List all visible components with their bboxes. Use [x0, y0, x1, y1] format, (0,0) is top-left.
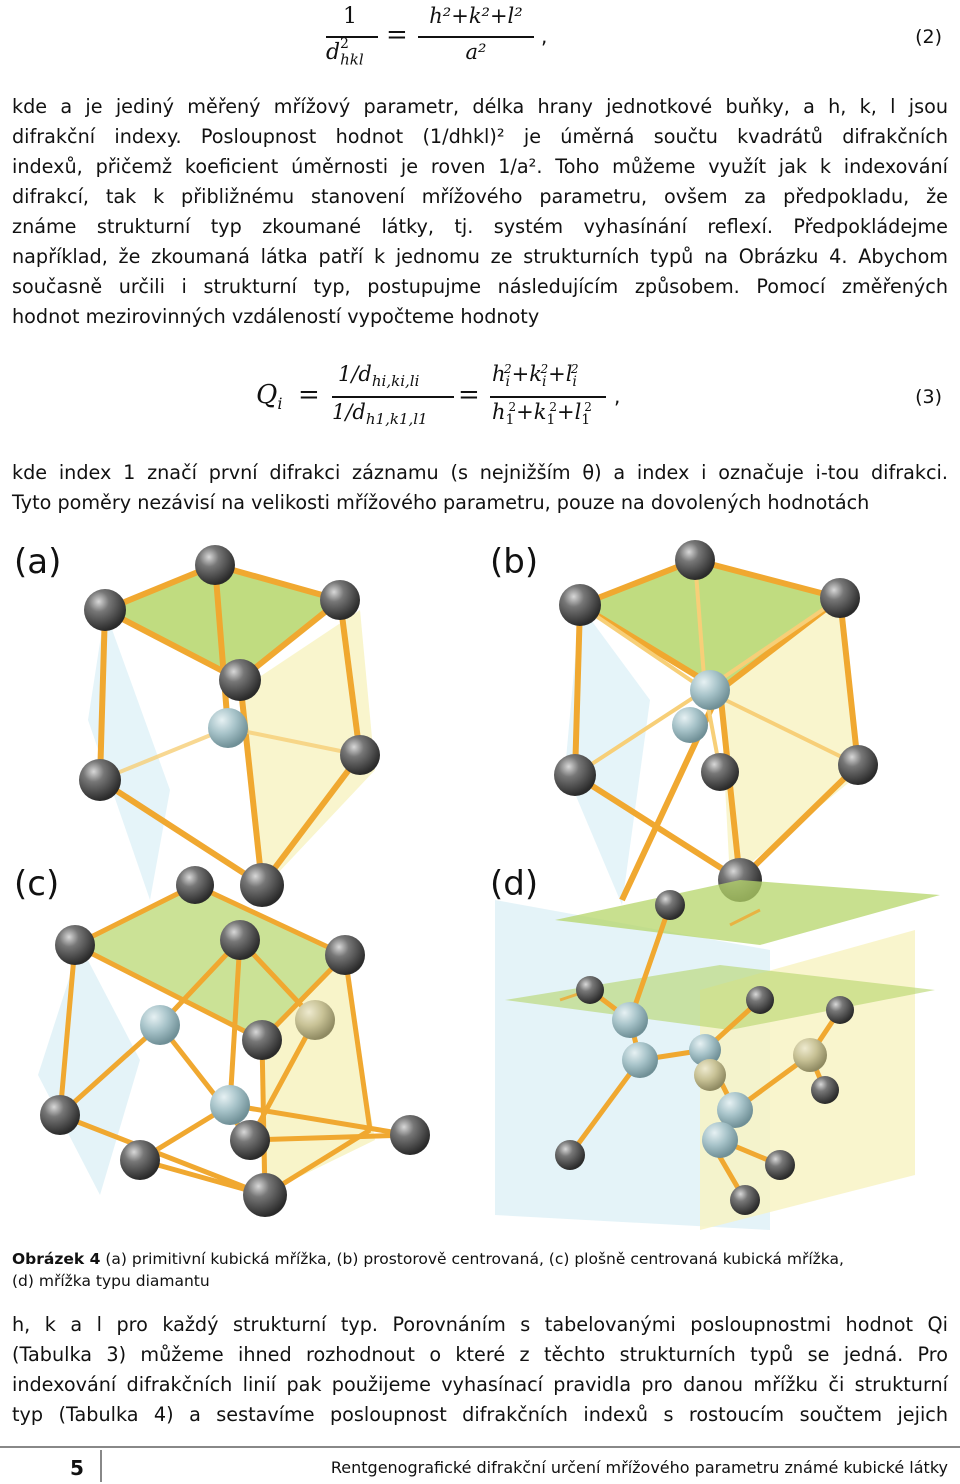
eq3-mid-den-sub: h1,k1,l1	[365, 410, 428, 429]
footer-divider	[100, 1450, 102, 1482]
caption-text: (a) primitivní kubická mřížka, (b) prost…	[100, 1250, 844, 1268]
equation-2: 1 dhkl 2 = h²+k²+l² a² , (2)	[0, 0, 960, 75]
figure-d-green-plane-top	[555, 880, 940, 945]
eq3-mid-num-sub: hi,ki,li	[371, 372, 420, 391]
p1-line-1: kde a je jediný měřený mřížový parametr,…	[12, 95, 948, 118]
caption-label: Obrázek 4	[12, 1250, 101, 1268]
eq3-comma: ,	[614, 384, 621, 408]
eq2-lhs-denominator: dhkl	[326, 40, 364, 68]
eq2-number: (2)	[915, 26, 942, 48]
eq3-equals-1: =	[298, 380, 320, 410]
panel-label-a: (a)	[14, 542, 62, 582]
caption-line-2: (d) mřížka typu diamantu	[12, 1272, 210, 1290]
eq2-lhs-numerator: 1	[343, 4, 357, 29]
p1-line-2: difrakční indexy. Posloupnost hodnot (1/…	[12, 125, 948, 148]
eq3-equals-2: =	[458, 380, 480, 410]
caption-line-1: Obrázek 4 (a) primitivní kubická mřížka,…	[12, 1248, 948, 1270]
p2-line-1: kde index 1 značí první difrakci záznamu…	[12, 461, 948, 484]
paragraph-3: h, k a l pro každý strukturní typ. Porov…	[12, 1310, 948, 1430]
eq3-rhs-denominator: h12+k12+l12	[492, 400, 592, 429]
eq3-rhs-bar	[490, 396, 606, 398]
p3-line-2: (Tabulka 3) můžeme ihned rozhodnout o kt…	[12, 1343, 948, 1366]
figure-b-body-centered	[554, 540, 878, 905]
p3-line-3: indexování difrakčních linií pak použije…	[12, 1373, 948, 1396]
figure-d-diamond	[495, 880, 940, 1230]
eq2-rhs-numerator: h²+k²+l²	[429, 4, 523, 28]
figure-a-right-face	[240, 610, 375, 890]
eq3-mid-den-text: 1/d	[332, 400, 366, 424]
paragraph-2: kde index 1 značí první difrakci záznamu…	[12, 458, 948, 518]
eq2-rhs-bar	[418, 36, 534, 38]
eq2-comma: ,	[541, 24, 548, 48]
eq3-mid-denominator: 1/dh1,k1,l1	[332, 400, 428, 428]
p1-line-3: indexů, přičemž koeficient úměrnosti je …	[12, 155, 948, 178]
figure-b-green-top	[580, 560, 840, 690]
p1-line-5: známe strukturní typ zkoumané látky, tj.…	[12, 215, 948, 238]
running-title: Rentgenografické difrakční určení mřížov…	[330, 1458, 948, 1477]
p3-line-4: typ (Tabulka 4) a sestavíme posloupnost …	[12, 1403, 948, 1426]
panel-label-c: (c)	[14, 864, 60, 904]
figure-d-green-plane-mid	[505, 965, 935, 1030]
figure-a-primitive-cubic	[79, 545, 380, 907]
p1-line-6: například, že zkoumaná látka patří k jed…	[12, 245, 948, 268]
p3-line-1: h, k a l pro každý strukturní typ. Porov…	[12, 1313, 948, 1336]
figure-a-left-face	[88, 610, 170, 900]
eq2-equals: =	[386, 20, 408, 50]
eq2-rhs-denominator: a²	[465, 40, 487, 64]
equation-3: Qi = 1/dhi,ki,li 1/dh1,k1,l1 = hi2+ki2+l…	[0, 352, 960, 442]
eq3-mid-bar	[332, 396, 454, 398]
panel-label-d: (d)	[490, 864, 539, 904]
footer-rule	[0, 1446, 960, 1448]
eq2-d-sub: hkl	[340, 50, 364, 69]
paragraph-1: kde a je jediný měřený mřížový parametr,…	[12, 92, 948, 332]
eq3-q-letter: Q	[256, 380, 278, 410]
figure-c-face-centered	[38, 866, 430, 1217]
eq3-number: (3)	[915, 386, 942, 408]
figure-c-left-face	[38, 945, 140, 1195]
eq3-q: Qi	[256, 380, 282, 413]
eq3-rhs-numerator: hi2+ki2+li2	[492, 362, 579, 391]
page-number: 5	[70, 1456, 84, 1480]
eq2-lhs-bar	[326, 36, 378, 38]
panel-label-b: (b)	[490, 542, 539, 582]
figure-b-right-face	[720, 598, 858, 880]
eq2-d: d	[326, 40, 341, 65]
p1-line-7: současně určili i strukturní typ, postup…	[12, 275, 948, 298]
p1-line-8: hodnot mezirovinných vzdáleností vypočte…	[12, 305, 540, 328]
figure-caption: Obrázek 4 (a) primitivní kubická mřížka,…	[12, 1248, 948, 1292]
eq2-d-sup: 2	[340, 36, 349, 52]
eq3-mid-num-text: 1/d	[338, 362, 372, 386]
eq3-q-sub: i	[277, 394, 283, 414]
p1-line-4: difrakcí, tak k přibližnému stanovení mř…	[12, 185, 948, 208]
eq3-mid-numerator: 1/dhi,ki,li	[338, 362, 419, 390]
p2-line-2: Tyto poměry nezávisí na velikosti mřížov…	[12, 491, 870, 514]
